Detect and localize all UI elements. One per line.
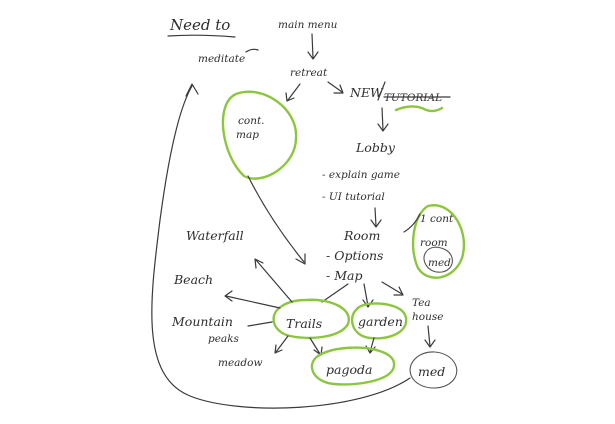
side-green-blob [411, 204, 466, 279]
node-meditate: meditate [198, 53, 245, 65]
node-retreat: retreat [290, 67, 328, 79]
heading-text: Need to [169, 16, 230, 34]
return-loop-arrow [151, 85, 411, 409]
arrowhead-teahouse-to-med [424, 339, 436, 348]
arrowhead-main-to-retreat [307, 51, 319, 60]
arrow-trails-to-pagoda [309, 337, 321, 355]
arrowhead-retreat-to-new [333, 84, 344, 94]
node-explain-game: - explain game [322, 169, 400, 181]
heading-underline [167, 34, 236, 38]
trails-green-blob [272, 298, 351, 339]
arrow-trails-to-waterfall [255, 259, 293, 303]
node-side-1: 1 cont [420, 213, 454, 225]
arrow-map-to-trails [321, 283, 349, 303]
arrowhead-trails-to-waterfall [254, 258, 264, 269]
arrowhead-map-to-teahouse [393, 286, 404, 296]
node-side-3: med [428, 257, 451, 269]
node-house: house [412, 311, 443, 323]
arrowhead-retreat-to-contmap [285, 92, 295, 102]
arrow-meditate-tail [245, 48, 259, 53]
arrowhead-lobby-to-room [370, 219, 382, 228]
arrowhead-map-to-garden [362, 299, 374, 308]
node-mountain: Mountain [171, 314, 233, 329]
node-main-menu: main menu [278, 19, 338, 31]
node-waterfall: Waterfall [186, 228, 244, 243]
node-cont: cont. [238, 115, 265, 127]
node-peaks: peaks [208, 333, 240, 345]
arrow-trails-to-beach [225, 295, 281, 309]
arrow-teahouse-to-med [427, 325, 431, 347]
tutorial-green-underline [394, 105, 444, 113]
arrowhead-contmap-to-map [295, 253, 306, 265]
node-pagoda: pagoda [326, 362, 372, 377]
node-garden: garden [358, 314, 403, 329]
node-beach: Beach [173, 272, 213, 287]
arrowhead-trails-to-meadow [274, 344, 283, 354]
node-side-2: room [420, 237, 448, 249]
arrow-retreat-to-contmap [287, 83, 301, 101]
med-bottom-circle [409, 351, 458, 389]
node-room: Room [343, 228, 380, 243]
contmap-green-blob [221, 90, 298, 180]
node-new: NEW [349, 85, 384, 100]
node-tutorial: TUTORIAL [384, 92, 442, 104]
garden-green-blob [350, 302, 408, 340]
node-trails: Trails [286, 316, 322, 331]
node-cont-map: map [236, 129, 259, 141]
node-med-bottom: med [418, 364, 445, 379]
node-options: - Options [326, 248, 383, 263]
arrow-map-to-teahouse [381, 281, 403, 295]
node-ui-tutorial: - UI tutorial [322, 191, 385, 203]
node-tea: Tea [412, 297, 431, 309]
arrow-map-to-garden [363, 283, 369, 307]
arrow-new-to-lobby [381, 107, 384, 131]
node-meadow: meadow [218, 357, 262, 369]
node-lobby: Lobby [355, 140, 396, 155]
arrow-main-to-retreat [311, 33, 314, 59]
slash-new-tutorial [377, 81, 386, 101]
arrowhead-return-loop [185, 83, 199, 97]
arrow-trails-to-meadow [275, 335, 289, 353]
arrow-retreat-to-new [327, 81, 343, 93]
arrow-trails-to-mountain [247, 321, 273, 327]
node-map: - Map [326, 268, 362, 283]
arrow-contmap-to-map [247, 175, 305, 263]
pagoda-green-blob [310, 346, 396, 386]
arrowhead-new-to-lobby [377, 123, 389, 132]
side-med-circle [423, 246, 453, 273]
arrow-lobby-to-room [374, 207, 377, 227]
arrowhead-trails-to-beach [224, 290, 233, 302]
arrow-room-to-side [403, 213, 421, 233]
